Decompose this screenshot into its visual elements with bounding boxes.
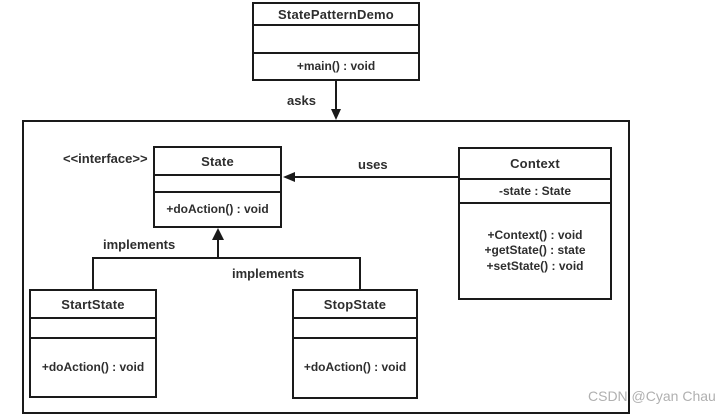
class-method: +doAction() : void: [31, 337, 155, 396]
class-box-stopstate: StopState +doAction() : void: [292, 289, 418, 399]
class-box-startstate: StartState +doAction() : void: [29, 289, 157, 398]
asks-arrow: [331, 81, 341, 120]
class-attribute: -state : State: [460, 178, 610, 202]
class-method: +getState() : state: [484, 243, 586, 258]
class-method: +doAction() : void: [155, 191, 280, 226]
class-name: Context: [510, 156, 560, 171]
class-attributes-section: [155, 174, 280, 191]
class-method: +doAction() : void: [294, 337, 416, 397]
interface-stereotype-label: <<interface>>: [63, 151, 148, 166]
class-methods-section: +Context() : void +getState() : state +s…: [460, 202, 610, 298]
class-box-state: State +doAction() : void: [153, 146, 282, 228]
class-name: StartState: [61, 296, 125, 312]
class-method: +Context() : void: [487, 227, 583, 242]
class-attributes-section: [31, 317, 155, 337]
uses-label: uses: [358, 157, 388, 172]
class-name: StatePatternDemo: [278, 6, 394, 22]
class-name: StopState: [323, 296, 387, 312]
class-name: State: [201, 153, 234, 169]
class-attributes-section: [254, 24, 418, 52]
class-box-statepatterndemo: StatePatternDemo +main() : void: [252, 2, 420, 81]
implements-label-left: implements: [103, 237, 176, 252]
class-attributes-section: [294, 317, 416, 337]
class-method: +main() : void: [254, 52, 418, 79]
implements-label-right: implements: [232, 266, 305, 281]
csdn-watermark: CSDN @Cyan Chau: [588, 388, 716, 404]
class-method: +setState() : void: [486, 258, 584, 273]
class-box-context: Context -state : State +Context() : void…: [458, 147, 612, 300]
asks-label: asks: [287, 93, 316, 108]
